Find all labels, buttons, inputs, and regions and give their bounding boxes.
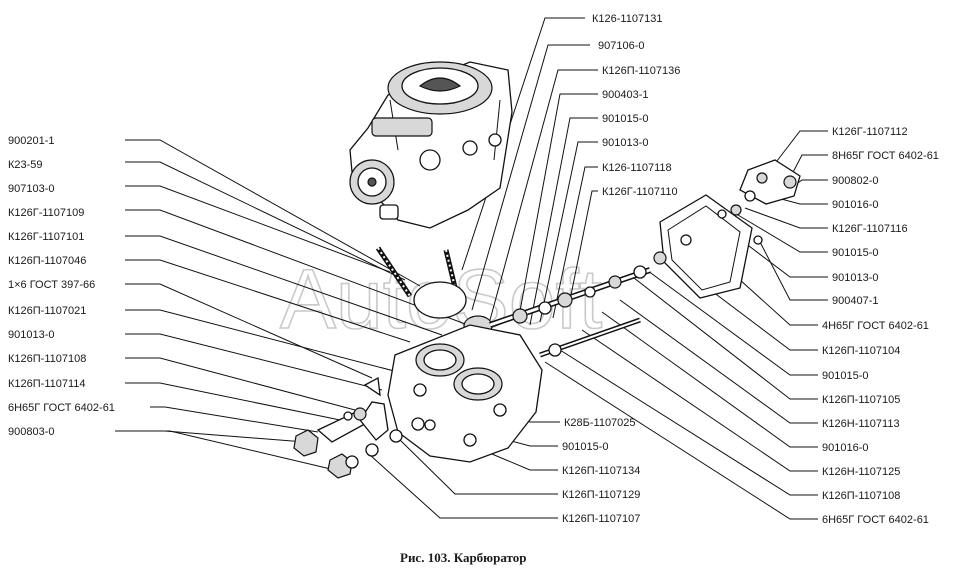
- label-left-10: К126П-1107108: [8, 353, 86, 365]
- label-bottom-2: 901015-0: [562, 441, 609, 453]
- carburetor-assembly: [293, 61, 801, 479]
- label-left-11: К126П-1107114: [8, 378, 86, 390]
- label-right-12: К126П-1107105: [822, 394, 900, 406]
- label-bottom-1: К28Б-1107025: [564, 417, 636, 429]
- label-bottom-3: К126П-1107134: [562, 465, 640, 477]
- label-left-7: 1×6 ГОСТ 397-66: [8, 279, 95, 291]
- label-left-3: 907103-0: [8, 183, 55, 195]
- label-right-16: К126П-1107108: [822, 490, 900, 502]
- label-left-4: К126Г-1107109: [8, 207, 84, 219]
- label-right-2: 8Н65Г ГОСТ 6402-61: [832, 150, 939, 162]
- label-left-1: 900201-1: [8, 135, 55, 147]
- label-right-14: 901016-0: [822, 442, 869, 454]
- label-right-5: К126Г-1107116: [832, 223, 908, 235]
- labels-top: К126-1107131 907106-0 К126П-1107136 9004…: [592, 13, 680, 198]
- label-right-7: 901013-0: [832, 272, 879, 284]
- label-right-11: 901015-0: [822, 370, 869, 382]
- labels-bottom: К28Б-1107025 901015-0 К126П-1107134 К126…: [562, 417, 640, 525]
- label-top-6: 901013-0: [602, 137, 649, 149]
- label-right-17: 6Н65Г ГОСТ 6402-61: [822, 514, 929, 526]
- label-left-13: 900803-0: [8, 426, 55, 438]
- labels-right: К126Г-1107112 8Н65Г ГОСТ 6402-61 900802-…: [822, 126, 939, 526]
- label-left-6: К126П-1107046: [8, 255, 86, 267]
- label-right-3: 900802-0: [832, 175, 879, 187]
- label-top-8: К126Г-1107110: [602, 186, 678, 198]
- label-right-6: 901015-0: [832, 247, 879, 259]
- label-top-7: К126-1107118: [602, 162, 672, 174]
- label-right-1: К126Г-1107112: [832, 126, 908, 138]
- label-top-1: К126-1107131: [592, 13, 662, 25]
- label-bottom-5: К126П-1107107: [562, 513, 640, 525]
- labels-left: 900201-1 К23-59 907103-0 К126Г-1107109 К…: [8, 135, 115, 438]
- label-left-9: 901013-0: [8, 329, 55, 341]
- label-right-4: 901016-0: [832, 199, 879, 211]
- label-left-8: К126П-1107021: [8, 305, 86, 317]
- label-top-4: 900403-1: [602, 89, 649, 101]
- figure-caption: Рис. 103. Карбюратор: [400, 550, 526, 565]
- label-right-8: 900407-1: [832, 295, 879, 307]
- label-top-2: 907106-0: [598, 40, 645, 52]
- label-top-3: К126П-1107136: [602, 65, 680, 77]
- label-left-2: К23-59: [8, 159, 43, 171]
- label-right-15: К126Н-1107125: [822, 466, 900, 478]
- label-right-10: К126П-1107104: [822, 345, 900, 357]
- label-bottom-4: К126П-1107129: [562, 489, 640, 501]
- label-left-5: К126Г-1107101: [8, 231, 84, 243]
- label-left-12: 6Н65Г ГОСТ 6402-61: [8, 402, 115, 414]
- label-right-9: 4Н65Г ГОСТ 6402-61: [822, 320, 929, 332]
- label-right-13: К126Н-1107113: [822, 418, 900, 430]
- leader-lines: [115, 17, 828, 520]
- label-top-5: 901015-0: [602, 113, 649, 125]
